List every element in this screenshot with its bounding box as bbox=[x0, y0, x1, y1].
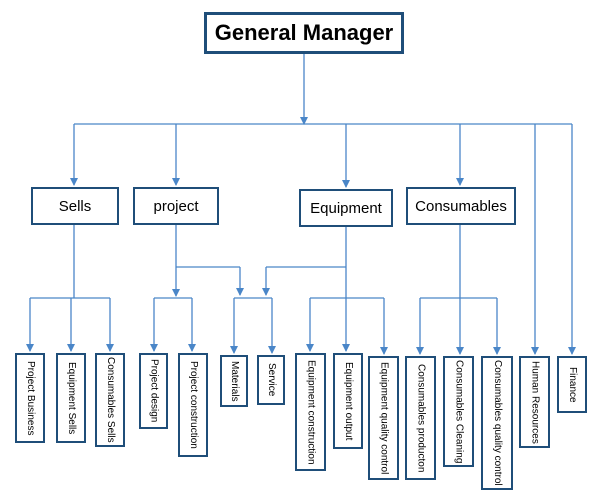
unit-project-construction-box: Project construction bbox=[178, 353, 208, 457]
department-project-label: project bbox=[153, 197, 199, 215]
unit-equipment-quality-control-box: Equipment quality control bbox=[368, 356, 399, 480]
unit-human-resources-box: Human Resources bbox=[519, 356, 550, 448]
unit-equipment-sells-label: Equipment Sells bbox=[66, 361, 77, 435]
general-manager-label: General Manager bbox=[214, 20, 394, 45]
department-consumables-box: Consumables bbox=[406, 187, 516, 225]
general-manager-box: General Manager bbox=[204, 12, 404, 54]
unit-consumables-quality-control-box: Consumables quality control bbox=[481, 356, 513, 490]
unit-consumables-sells-box: Consumables Sells bbox=[95, 353, 125, 447]
unit-finance-box: Finance bbox=[557, 356, 587, 413]
unit-project-design-label: Project design bbox=[148, 359, 160, 423]
unit-project-business-label: Project Business bbox=[25, 360, 36, 436]
department-equipment-box: Equipment bbox=[299, 189, 393, 227]
unit-equipment-construction-box: Equipment construction bbox=[295, 353, 326, 471]
department-sells-label: Sells bbox=[58, 197, 92, 215]
unit-project-design-box: Project design bbox=[139, 353, 168, 429]
unit-consumables-quality-control-label: Consumables quality control bbox=[492, 360, 503, 486]
unit-consumables-production-box: Consumables producton bbox=[405, 356, 436, 480]
unit-consumables-cleaning-label: Consumables Cleaning bbox=[453, 359, 465, 464]
unit-materials-label: Materials bbox=[229, 360, 240, 402]
unit-service-box: Service bbox=[257, 355, 285, 405]
unit-equipment-quality-control-label: Equipment quality control bbox=[378, 361, 390, 475]
unit-human-resources-label: Human Resources bbox=[529, 360, 541, 444]
department-project-box: project bbox=[133, 187, 219, 225]
unit-consumables-production-label: Consumables producton bbox=[415, 363, 427, 473]
unit-project-construction-label: Project construction bbox=[188, 361, 199, 449]
unit-consumables-cleaning-box: Consumables Cleaning bbox=[443, 356, 474, 467]
unit-consumables-sells-label: Consumables Sells bbox=[105, 357, 116, 443]
unit-finance-label: Finance bbox=[567, 366, 578, 403]
unit-equipment-construction-label: Equipment construction bbox=[305, 359, 317, 465]
unit-equipment-output-label: Equipment output bbox=[343, 361, 354, 441]
unit-service-label: Service bbox=[266, 363, 277, 397]
department-consumables-label: Consumables bbox=[415, 197, 507, 215]
unit-equipment-sells-box: Equipment Sells bbox=[56, 353, 86, 443]
unit-equipment-output-box: Equipment output bbox=[333, 353, 363, 449]
unit-materials-box: Materials bbox=[220, 355, 248, 407]
department-equipment-label: Equipment bbox=[310, 199, 382, 217]
department-sells-box: Sells bbox=[31, 187, 119, 225]
unit-project-business-box: Project Business bbox=[15, 353, 45, 443]
